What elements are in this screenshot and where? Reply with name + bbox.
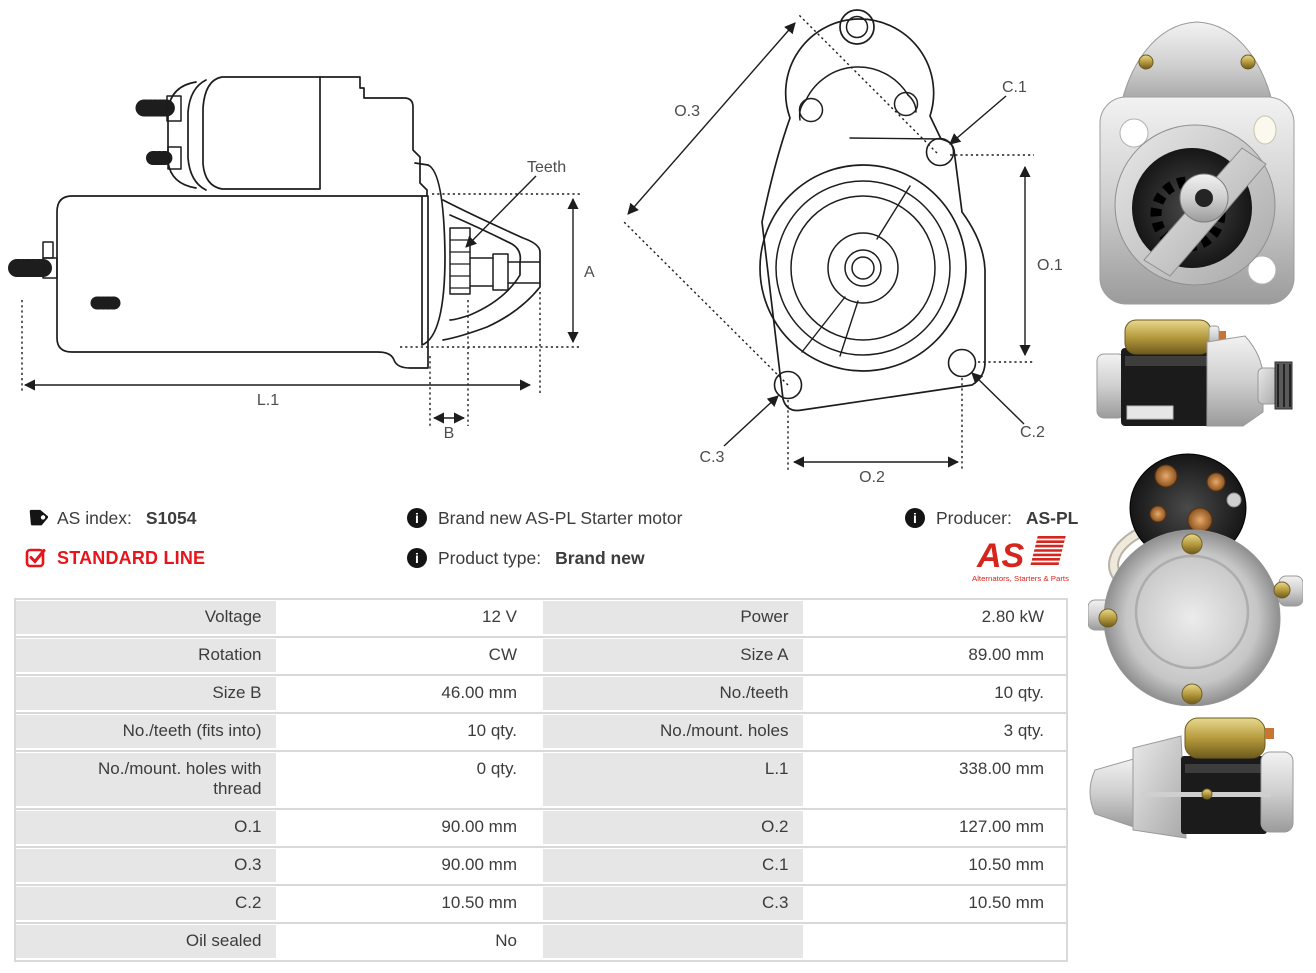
product-photo-front-view	[1099, 21, 1295, 305]
dim-label-o1: O.1	[1037, 257, 1063, 274]
table-row: No./mount. holes with thread 0 qty. L.1 …	[16, 752, 1066, 810]
info-icon: i	[405, 546, 429, 570]
checkbox-checked-icon	[24, 546, 48, 570]
as-index-value: S1054	[145, 507, 197, 528]
description-text: Brand new AS-PL Starter motor	[438, 507, 683, 528]
spec-label: C.3	[543, 887, 803, 920]
spec-value: 10.50 mm	[279, 887, 539, 920]
spec-label: O.3	[16, 849, 276, 882]
spec-label: Voltage	[16, 601, 276, 634]
table-row: Rotation CW Size A 89.00 mm	[16, 638, 1066, 676]
spec-value: 46.00 mm	[279, 677, 539, 710]
dim-label-teeth: Teeth	[527, 159, 566, 176]
spec-value: No	[279, 925, 539, 958]
spec-label: C.1	[543, 849, 803, 882]
logo-tagline: Alternators, Starters & Parts	[972, 574, 1069, 583]
dim-label-c3: C.3	[700, 449, 725, 466]
spec-value	[806, 925, 1066, 958]
spec-value: 0 qty.	[279, 753, 539, 806]
table-row: Oil sealed No	[16, 924, 1066, 960]
spec-label: Power	[543, 601, 803, 634]
producer-row: i Producer: AS-PL	[903, 506, 1078, 530]
as-index-label: AS index:	[57, 507, 132, 528]
table-row: O.1 90.00 mm O.2 127.00 mm	[16, 810, 1066, 848]
svg-text:i: i	[415, 550, 419, 566]
dim-label-c1: C.1	[1002, 79, 1027, 96]
dim-label-a: A	[584, 264, 595, 281]
spec-label: No./teeth	[543, 677, 803, 710]
dim-label-o3: O.3	[674, 103, 700, 120]
standard-line-badge: STANDARD LINE	[57, 547, 206, 568]
spec-label: L.1	[543, 753, 803, 806]
table-row: C.2 10.50 mm C.3 10.50 mm	[16, 886, 1066, 924]
dim-label-c2: C.2	[1020, 424, 1045, 441]
product-type-row: i Product type: Brand new	[405, 546, 645, 570]
svg-text:i: i	[415, 510, 419, 526]
as-pl-logo: AS Alternators, Starters & Parts	[972, 536, 1069, 583]
spec-label: Rotation	[16, 639, 276, 672]
product-photo-side-view-1	[1096, 319, 1293, 427]
info-icon: i	[903, 506, 927, 530]
producer-label: Producer:	[936, 507, 1012, 528]
as-index-row: AS index: S1054	[24, 506, 197, 530]
spec-table: Voltage 12 V Power 2.80 kW Rotation CW S…	[14, 598, 1068, 962]
dim-label-b: B	[444, 425, 455, 442]
spec-label: Size B	[16, 677, 276, 710]
product-photo-side-view-2	[1089, 717, 1294, 839]
spec-label: No./mount. holes	[543, 715, 803, 748]
spec-value: 338.00 mm	[806, 753, 1066, 806]
spec-value: 90.00 mm	[279, 849, 539, 882]
description-row: i Brand new AS-PL Starter motor	[405, 506, 682, 530]
tag-icon	[24, 506, 48, 530]
product-type-value: Brand new	[555, 547, 645, 568]
svg-text:i: i	[913, 510, 917, 526]
product-type-label: Product type:	[438, 547, 542, 568]
spec-label: No./teeth (fits into)	[16, 715, 276, 748]
table-row: No./teeth (fits into) 10 qty. No./mount.…	[16, 714, 1066, 752]
spec-label: Oil sealed	[16, 925, 276, 958]
producer-value: AS-PL	[1025, 507, 1079, 528]
spec-label: O.1	[16, 811, 276, 844]
spec-value: 10.50 mm	[806, 849, 1066, 882]
spec-value: 10 qty.	[279, 715, 539, 748]
spec-label: O.2	[543, 811, 803, 844]
logo-text: AS	[976, 537, 1025, 575]
info-icon: i	[405, 506, 429, 530]
spec-value: 12 V	[279, 601, 539, 634]
technical-drawing-front-view: O.3 C.1 O.1 C.2 C.3 O.2	[621, 9, 1063, 486]
spec-label: C.2	[16, 887, 276, 920]
spec-value: 10.50 mm	[806, 887, 1066, 920]
dim-label-o2: O.2	[859, 469, 885, 486]
spec-value: 90.00 mm	[279, 811, 539, 844]
spec-label	[543, 925, 803, 958]
technical-drawing-side-view: Teeth A L.1 B	[8, 76, 595, 442]
standard-line-row: STANDARD LINE	[24, 546, 205, 570]
table-row: O.3 90.00 mm C.1 10.50 mm	[16, 848, 1066, 886]
product-photo-rear-view	[1088, 453, 1303, 706]
spec-label: Size A	[543, 639, 803, 672]
dim-label-l1: L.1	[257, 392, 279, 409]
spec-value: 3 qty.	[806, 715, 1066, 748]
spec-value: 2.80 kW	[806, 601, 1066, 634]
spec-value: 89.00 mm	[806, 639, 1066, 672]
spec-value: 127.00 mm	[806, 811, 1066, 844]
table-row: Voltage 12 V Power 2.80 kW	[16, 600, 1066, 638]
spec-label: No./mount. holes with thread	[16, 753, 276, 806]
spec-value: 10 qty.	[806, 677, 1066, 710]
table-row: Size B 46.00 mm No./teeth 10 qty.	[16, 676, 1066, 714]
spec-value: CW	[279, 639, 539, 672]
